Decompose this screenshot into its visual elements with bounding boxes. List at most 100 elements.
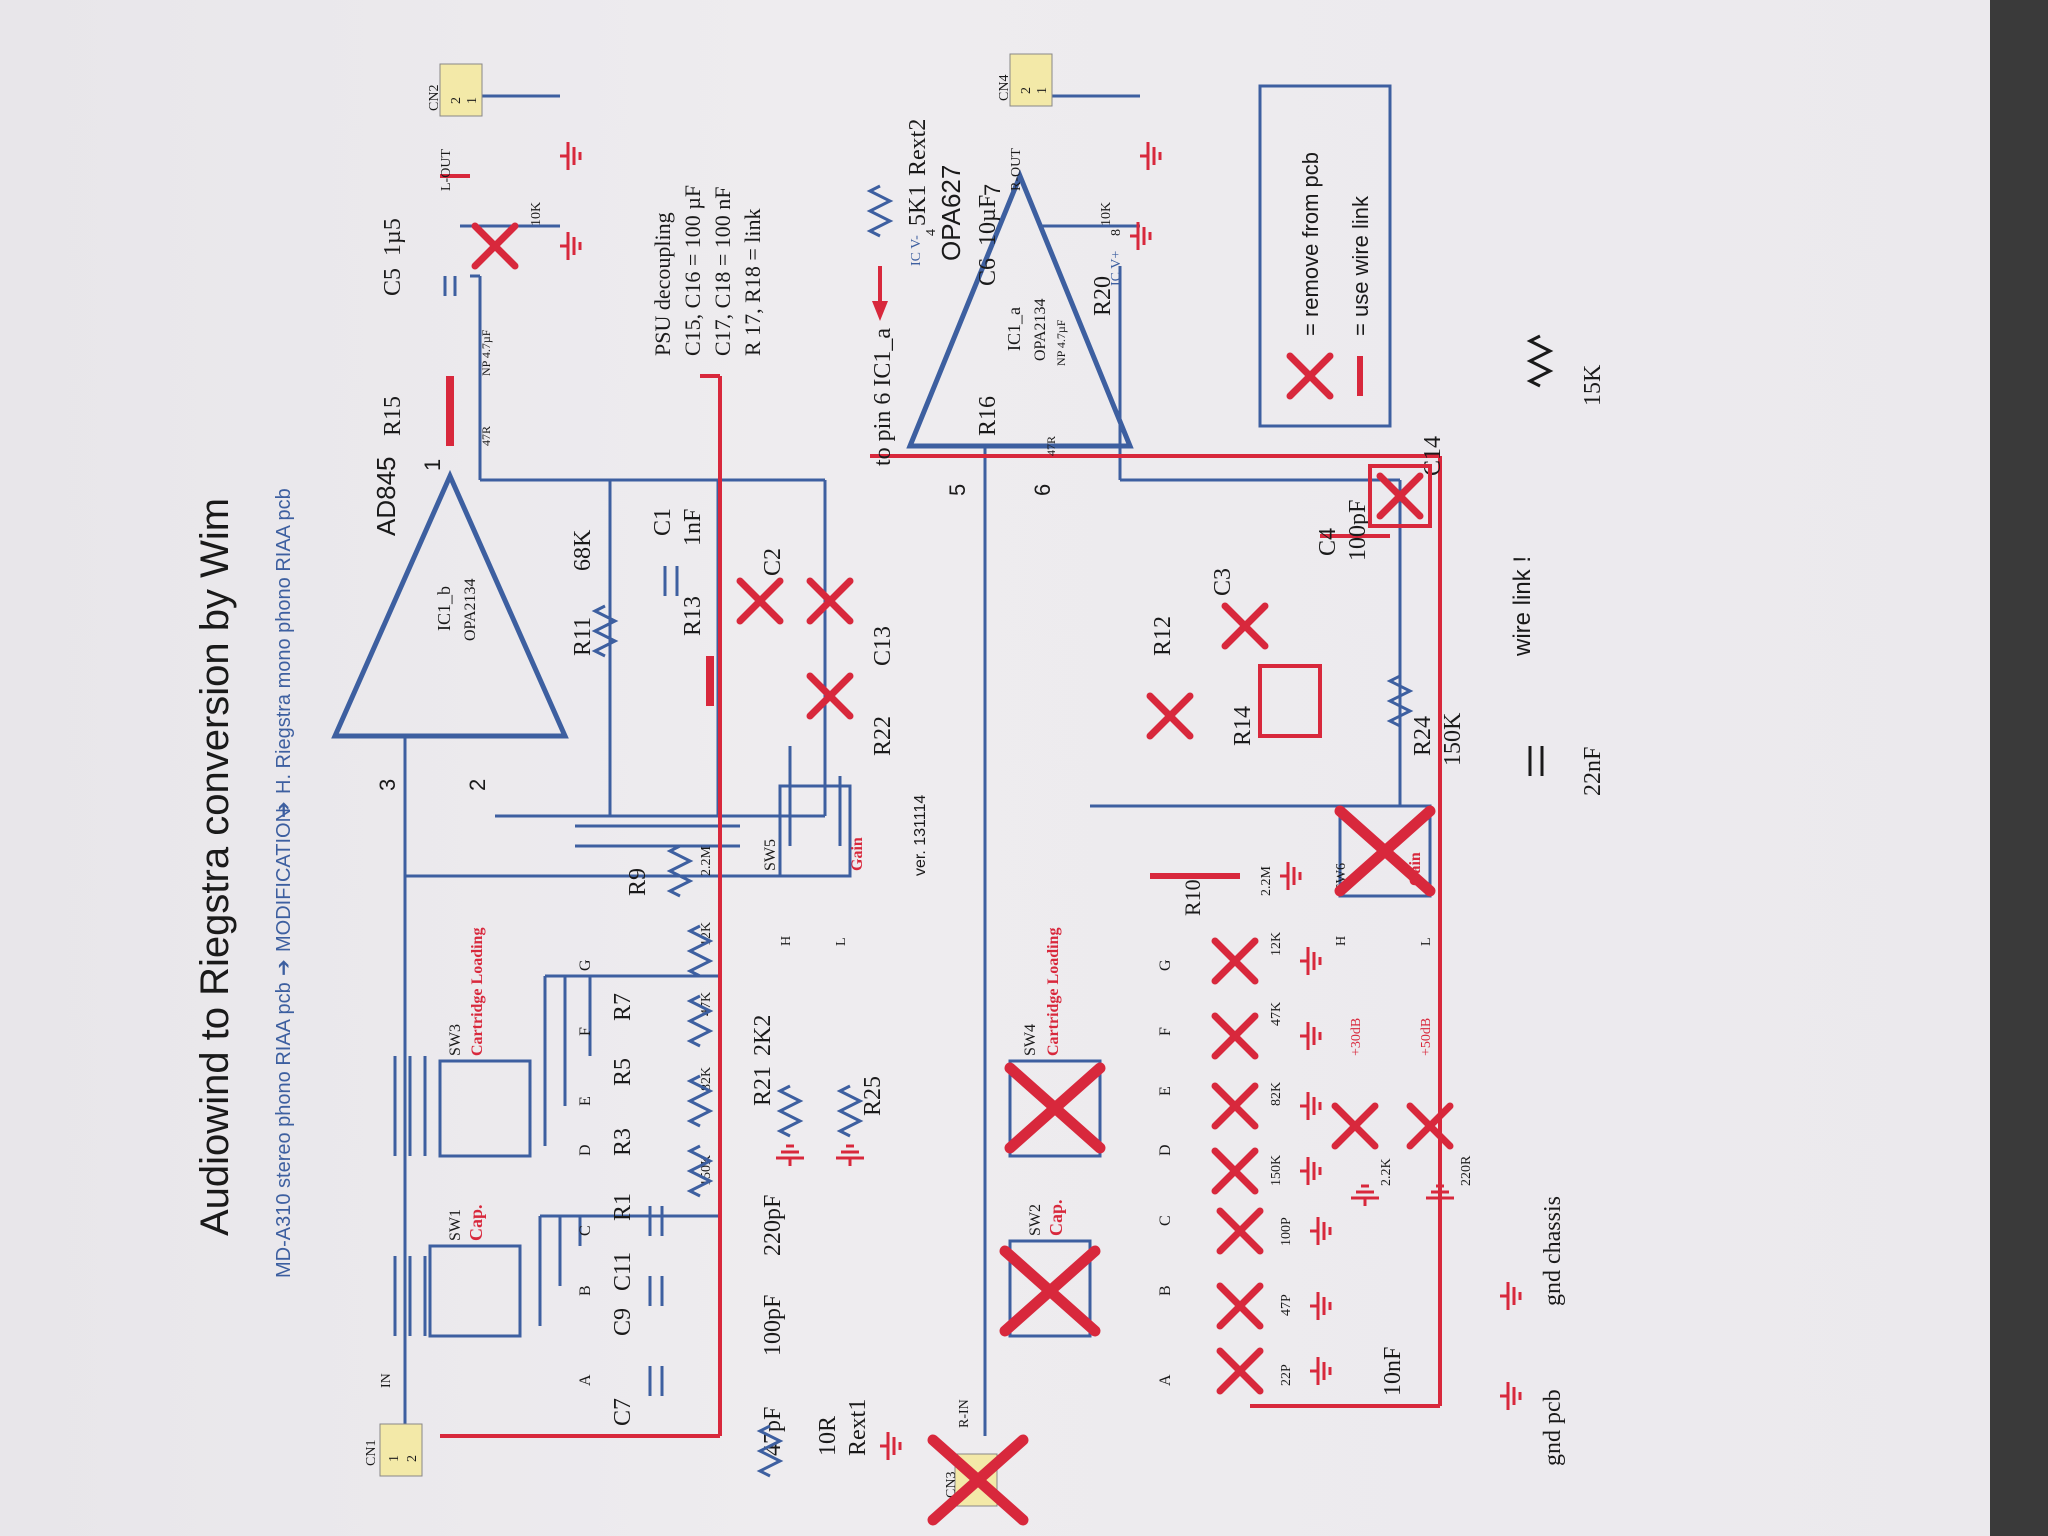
cn1-connector: CN1 IN 1 2 bbox=[364, 1373, 423, 1477]
extra-cap-value: 22nF bbox=[1580, 747, 1606, 796]
cn2-pin2: 2 bbox=[449, 97, 464, 104]
r9-value: 2.2M bbox=[699, 846, 714, 877]
bottom-load-g-tap: G bbox=[1157, 959, 1174, 971]
r-out-value: 10K bbox=[529, 202, 544, 226]
r3-tap: E bbox=[577, 1096, 594, 1106]
bottom-r-gain-h: 2.2K bbox=[1379, 1158, 1394, 1186]
cn3-label: R-IN bbox=[957, 1399, 972, 1428]
sw4-name: Cartridge Loading bbox=[1045, 928, 1062, 1056]
cn1-label: IN bbox=[379, 1373, 394, 1388]
r15-small: 47R bbox=[479, 426, 493, 446]
subtitle-to: H. Riegstra mono phono RIAA pcb bbox=[273, 488, 295, 794]
rext1-name: Rext1 bbox=[845, 1399, 871, 1456]
rext2-group: 5K1 Rext2 to pin 6 IC1_a bbox=[866, 119, 931, 466]
top-opamp-pin-out: 1 bbox=[420, 459, 445, 471]
r7-ref: R7 bbox=[610, 993, 636, 1021]
c3-ref: C3 bbox=[1210, 568, 1236, 596]
c9-value: 100pF bbox=[760, 1295, 786, 1356]
bottom-opamp-body: IC1_a bbox=[1004, 307, 1024, 351]
legend: = remove from pcb = use wire link bbox=[1258, 84, 1392, 428]
r5-tap: F bbox=[577, 1027, 594, 1036]
r25-ref: R25 bbox=[860, 1076, 886, 1116]
legend-remove-icon bbox=[1290, 356, 1330, 396]
bottom-opamp-pin-out: 7 bbox=[980, 184, 1005, 196]
psu-line-1: C15, C16 = 100 µF bbox=[680, 185, 705, 356]
bottom-opamp-name: OPA627 bbox=[936, 165, 966, 261]
r16-ref: R16 bbox=[975, 396, 1001, 436]
rext2-name: Rext2 bbox=[905, 119, 931, 176]
r5-ref: R5 bbox=[610, 1058, 636, 1086]
sw4-switch: SW4 Cartridge Loading bbox=[1010, 928, 1100, 1158]
top-opamp-part: OPA2134 bbox=[462, 578, 479, 641]
c7-tap: A bbox=[577, 1374, 594, 1386]
top-opamp-name: AD845 bbox=[371, 457, 401, 537]
bottom-load-g-value: 12K bbox=[1269, 932, 1284, 956]
cn2-connector: CN2 L-OUT 2 1 bbox=[427, 63, 483, 191]
bottom-opamp-pin4: 4 bbox=[924, 229, 939, 236]
sw3-ref: SW3 bbox=[447, 1024, 464, 1056]
c11-tap: C bbox=[577, 1225, 594, 1236]
bottom-load-f-tap: F bbox=[1157, 1027, 1174, 1036]
c5-small: NP 4.7µF bbox=[479, 329, 493, 376]
c9-ref: C9 bbox=[610, 1308, 636, 1336]
gnd-chassis-label: gnd chassis bbox=[1540, 1196, 1566, 1306]
rotated-schematic: Audiowind to Riegstra conversion by Wim … bbox=[193, 53, 1606, 1536]
sw6-switch: SW6 Gain H L +30dB +50dB bbox=[1334, 804, 1434, 1056]
c5-value: 1µ5 bbox=[380, 218, 406, 256]
bottom-load-d-value: 150K bbox=[1269, 1155, 1284, 1186]
version-label: ver. 131114 bbox=[912, 795, 929, 876]
r21-ref: R21 bbox=[750, 1066, 776, 1106]
bottom-load-e-value: 82K bbox=[1269, 1082, 1284, 1106]
c6-small: NP 4.7µF bbox=[1054, 319, 1068, 366]
c11-ref: C11 bbox=[610, 1252, 636, 1291]
bottom-feedback-network: R12 R14 R24 150K C3 C4 100pF C14 bbox=[1150, 436, 1466, 766]
top-opamp-pin-minus: 2 bbox=[465, 779, 490, 791]
r1-ref: R1 bbox=[610, 1193, 636, 1221]
sw2-ref: SW2 bbox=[1027, 1204, 1044, 1236]
cn1-ref: CN1 bbox=[364, 1440, 379, 1466]
bottom-opamp-vneg: IC V- bbox=[909, 235, 924, 266]
c1-ref: C1 bbox=[650, 508, 676, 536]
extra-res-value: 15K bbox=[1580, 364, 1606, 406]
r10-value: 2.2M bbox=[1259, 866, 1274, 897]
cn2-pin1: 1 bbox=[465, 97, 480, 104]
r21-value: 2K2 bbox=[750, 1015, 776, 1056]
psu-line-3: R 17, R18 = link bbox=[740, 209, 765, 356]
bottom-r10: R10 2.2M bbox=[1150, 860, 1302, 916]
sw5-pin-l: L bbox=[834, 937, 849, 946]
bottom-cap-bank: 22P A 47P B 100P C bbox=[1157, 1211, 1332, 1391]
rext2-note: to pin 6 IC1_a bbox=[870, 328, 896, 466]
sw2-switch: SW2 Cap. bbox=[1005, 1199, 1095, 1338]
sw1-switch: SW1 Cap. bbox=[428, 1204, 522, 1338]
sw1-name: Cap. bbox=[466, 1204, 486, 1241]
r12-ref: R12 bbox=[1150, 616, 1176, 656]
sw5-pin-h: H bbox=[779, 936, 794, 946]
r14-ref: R14 bbox=[1230, 706, 1256, 746]
sw3-name: Cartridge Loading bbox=[469, 928, 486, 1056]
r11-ref: R11 bbox=[570, 617, 596, 656]
subtitle-modification: MODIFICATION bbox=[273, 808, 295, 952]
r24-value: 150K bbox=[1440, 712, 1466, 766]
top-gain-resistors: R21 2K2 R25 10R Rext1 bbox=[750, 1015, 902, 1478]
bottom-load-e-tap: E bbox=[1157, 1086, 1174, 1096]
c14-ref: C14 bbox=[1420, 436, 1446, 476]
top-opamp: IC1_b OPA2134 AD845 3 2 1 bbox=[331, 457, 569, 791]
r10-ref: R10 bbox=[1180, 879, 1205, 916]
gnd-pcb-label: gnd pcb bbox=[1540, 1389, 1566, 1466]
legend-remove-text: = remove from pcb bbox=[1298, 152, 1323, 336]
r22-ref: R22 bbox=[870, 716, 896, 756]
top-opamp-pin-plus: 3 bbox=[375, 779, 400, 791]
r16-small: 47R bbox=[1044, 436, 1058, 456]
bottom-opamp-pin-plus: 5 bbox=[945, 484, 970, 496]
bottom-opamp-part: OPA2134 bbox=[1032, 298, 1049, 361]
c6-ref: C6 bbox=[975, 258, 1001, 286]
c11-value: 220pF bbox=[760, 1195, 786, 1256]
sw5-name: Gain bbox=[849, 837, 866, 871]
paper-sheet: Audiowind to Riegstra conversion by Wim … bbox=[0, 0, 1990, 1536]
bottom-cap-b-tap: B bbox=[1157, 1285, 1174, 1296]
r20-value: 10K bbox=[1099, 202, 1114, 226]
c5-ref: C5 bbox=[380, 268, 406, 296]
r3-ref: R3 bbox=[610, 1128, 636, 1156]
r13-ref: R13 bbox=[680, 596, 706, 636]
cn4-pin1: 1 bbox=[1035, 87, 1050, 94]
